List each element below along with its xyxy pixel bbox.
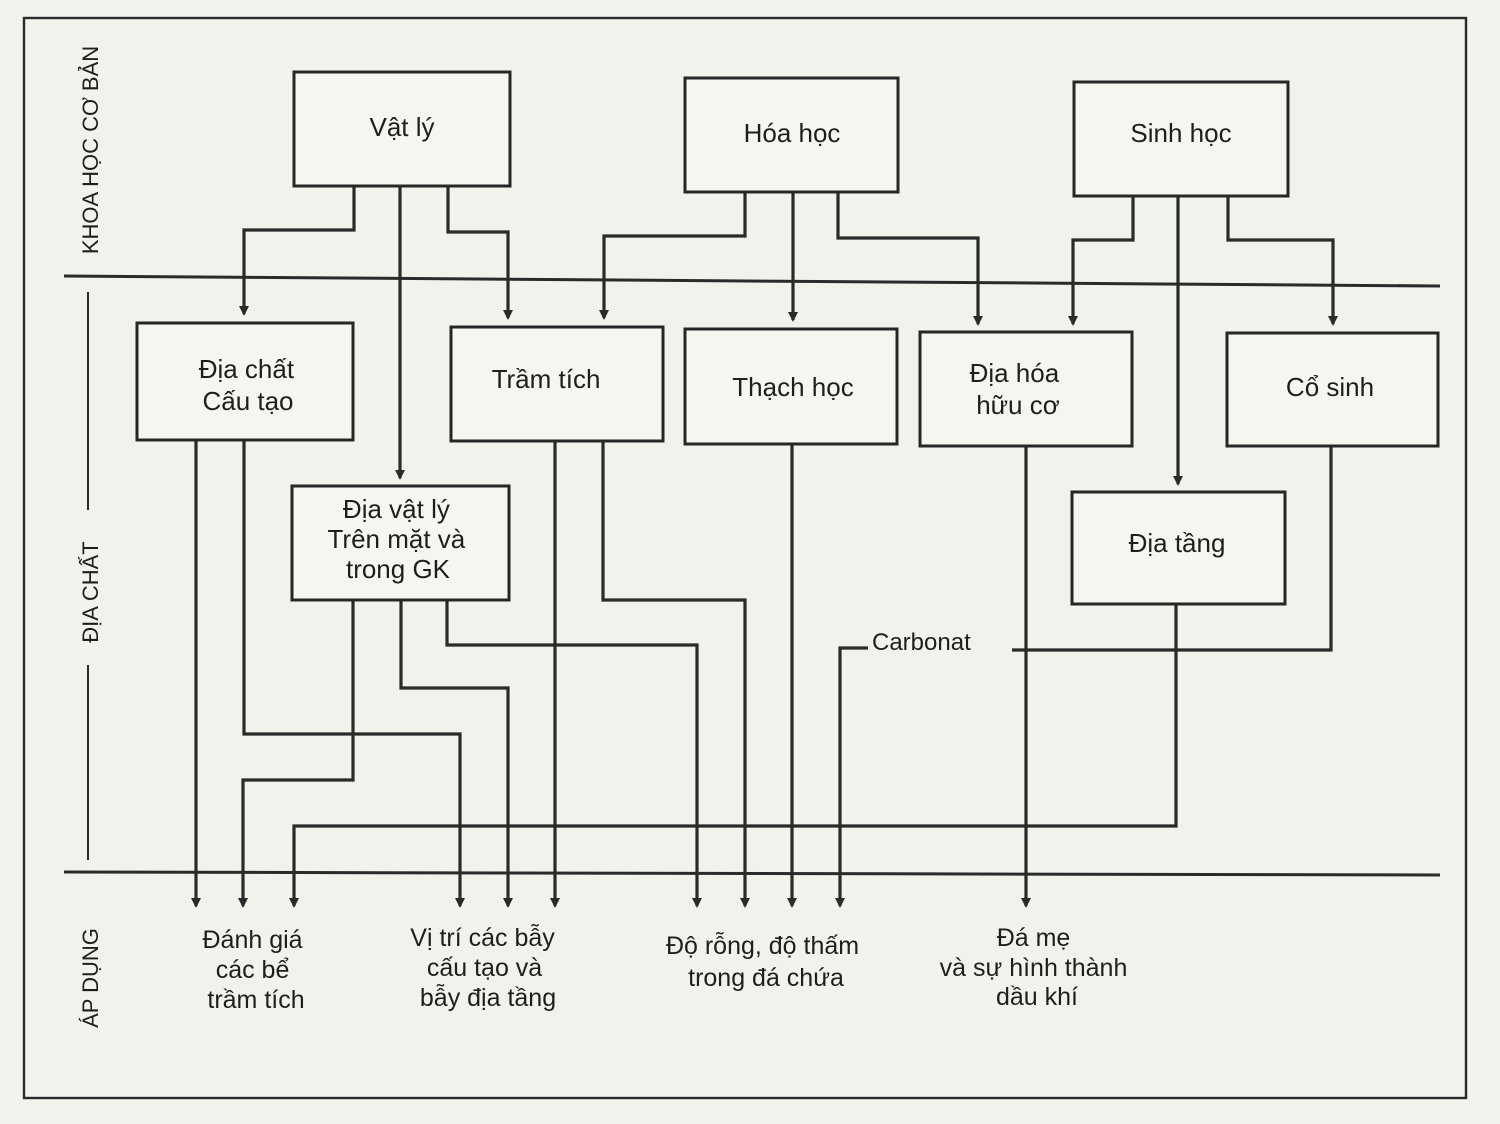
output-do-rong: Độ rỗng, độ thấm trong đá chứa [666, 931, 866, 992]
node-dia-tang: Địa tầng [1070, 490, 1287, 606]
wire-tramtich-dorong [601, 441, 750, 908]
svg-text:Cổ sinh: Cổ sinh [1286, 372, 1374, 402]
wire-vatly-tramtich [446, 186, 513, 320]
node-dia-vat-ly: Địa vật lý Trên mặt và trong GK [290, 484, 511, 602]
svg-text:Thạch học: Thạch học [732, 372, 853, 402]
svg-text:Hóa học: Hóa học [744, 118, 841, 148]
wire-hoahoc-diahoa [836, 192, 983, 326]
outer-frame [22, 16, 1468, 1100]
node-hoa-hoc: Hóa học [683, 76, 900, 194]
node-co-sinh: Cổ sinh [1225, 331, 1440, 448]
output-da-me: Đá mẹ và sự hình thành dầu khí [940, 924, 1135, 1011]
wire-diavatly-danhgia [238, 600, 355, 908]
svg-text:Địa hóa hữu cơ: Địa hóa hữu cơ [970, 358, 1067, 420]
zone-divider-bottom [63, 870, 1441, 877]
svg-text:Sinh học: Sinh học [1130, 118, 1231, 148]
node-thach-hoc: Thạch học [683, 327, 899, 446]
wire-vatly-diachat [239, 186, 356, 316]
node-vat-ly: Vật lý [292, 70, 512, 188]
node-sinh-hoc: Sinh học [1072, 80, 1290, 198]
node-tram-tich: Trầm tích [449, 325, 665, 443]
wire-hoahoc-tramtich [599, 192, 747, 320]
node-dia-hoa-huu-co: Địa hóa hữu cơ [918, 330, 1134, 448]
wire-cosinh-carbonat [1012, 446, 1333, 652]
svg-text:Địa tầng: Địa tầng [1129, 528, 1226, 558]
wire-sinhhoc-cosinh [1226, 196, 1338, 326]
svg-text:Địa chất Cấu tạo: Địa chất Cấu tạo [199, 354, 302, 416]
wire-diavatly-vitri [399, 600, 513, 908]
carbonat-label: Carbonat [872, 629, 971, 656]
svg-text:Trầm tích: Trầm tích [492, 364, 601, 394]
wire-diatang-danhgia [289, 604, 1178, 908]
connector-wires [191, 186, 1338, 908]
zone-divider-top [63, 274, 1441, 288]
output-danh-gia: Đánh giá các bể trầm tích [202, 926, 309, 1014]
node-dia-chat-cau-tao: Địa chất Cấu tạo [135, 321, 355, 442]
wire-sinhhoc-diahoa [1068, 196, 1135, 326]
wire-carbonat-dorong [835, 646, 868, 908]
svg-text:Địa vật lý Trên mặt và: Địa vật lý Trên mặt và trong GK [328, 494, 473, 584]
wire-diavatly-dorong [445, 600, 702, 908]
output-vi-tri: Vị trí các bẫy cấu tạo và bẫy địa tầng [410, 923, 561, 1012]
zone-label-basic-science: KHOA HỌC CƠ BẢN [78, 46, 103, 254]
svg-text:Vật lý: Vật lý [369, 112, 434, 142]
zone-label-application: ÁP DỤNG [78, 928, 103, 1028]
zone-label-geology: ĐỊA CHẤT [78, 541, 103, 642]
